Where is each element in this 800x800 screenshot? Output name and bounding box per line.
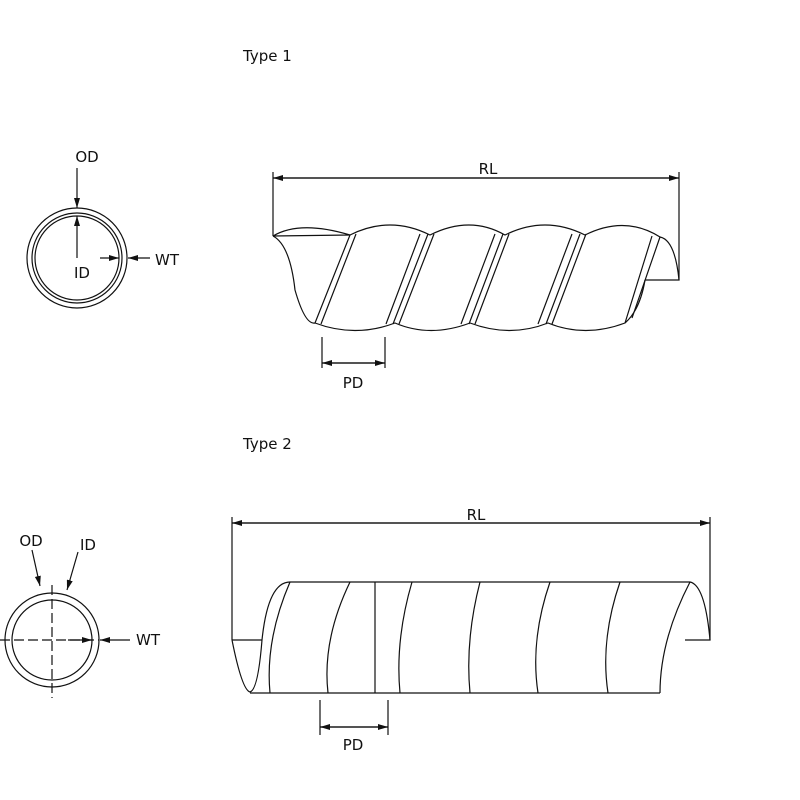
type1-spiral-wrap (272, 172, 680, 368)
type2-id-label: ID (80, 536, 96, 554)
type2-wt-label: WT (136, 631, 160, 649)
type2-spiral-wrap (231, 517, 711, 735)
type1-od-label: OD (75, 148, 99, 166)
type2-od-label: OD (19, 532, 43, 550)
type1-title: Type 1 (243, 47, 292, 65)
type1-rl-label: RL (478, 160, 498, 178)
type1-cross-section (26, 168, 150, 309)
type2-rl-label: RL (466, 506, 486, 524)
type2-pd-label: PD (342, 736, 364, 754)
type2-cross-section (0, 549, 130, 698)
type1-wt-label: WT (155, 251, 179, 269)
type2-title: Type 2 (243, 435, 292, 453)
type1-id-label: ID (74, 264, 90, 282)
type1-pd-label: PD (342, 374, 364, 392)
